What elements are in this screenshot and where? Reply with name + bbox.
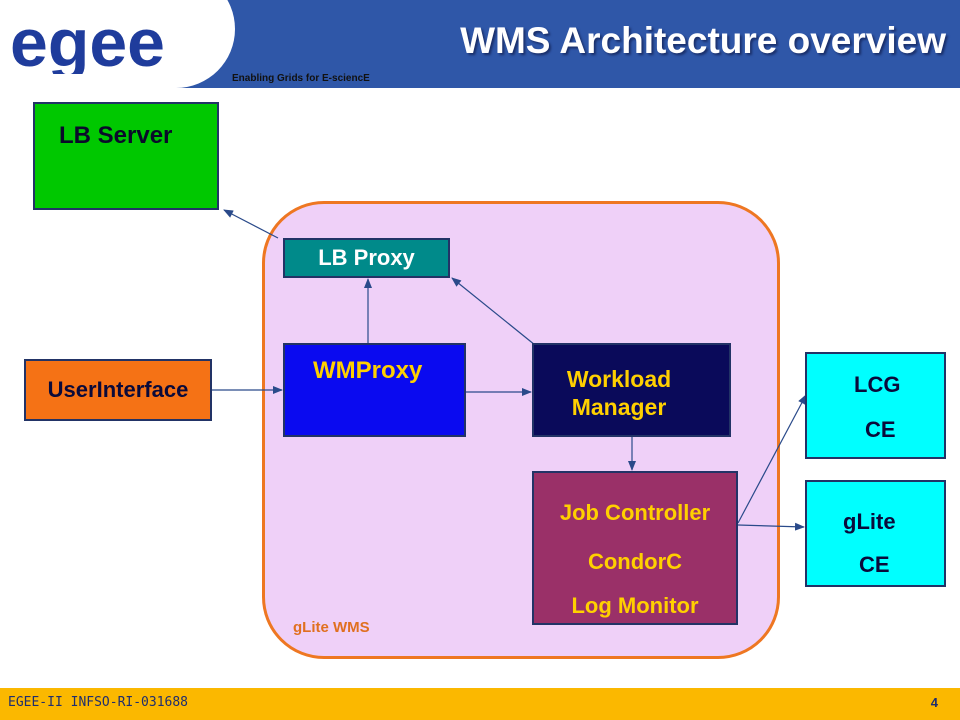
slide-title: WMS Architecture overview bbox=[460, 20, 946, 61]
job-controller-box: Job Controller CondorC Log Monitor bbox=[532, 471, 738, 625]
footer-bar: EGEE-II INFSO-RI-031688 4 bbox=[0, 688, 960, 720]
lb-server-label: LB Server bbox=[59, 122, 173, 149]
job-controller-label: Job Controller bbox=[559, 500, 711, 525]
lb-server-box: LB Server bbox=[33, 102, 219, 210]
glite-label: gLite bbox=[843, 509, 896, 534]
user-interface-box: UserInterface bbox=[24, 359, 212, 421]
user-interface-label: UserInterface bbox=[47, 377, 189, 402]
workload-manager-box: Workload Manager bbox=[532, 343, 731, 437]
egee-logo: egee bbox=[10, 12, 165, 74]
lcg-label: LCG bbox=[854, 372, 901, 397]
header-bar: egee Enabling Grids for E-sciencE WMS Ar… bbox=[0, 0, 960, 88]
glite-ce-label: CE bbox=[859, 552, 890, 577]
workload-manager-line-1: Workload bbox=[566, 366, 672, 392]
egee-logo-text: egee bbox=[10, 12, 165, 74]
arrow-jc-to-lcg bbox=[737, 394, 807, 524]
arrow-lbproxy-to-lbserver bbox=[223, 209, 279, 239]
lb-proxy-label: LB Proxy bbox=[318, 245, 415, 270]
tagline: Enabling Grids for E-sciencE bbox=[232, 73, 370, 84]
page-number: 4 bbox=[930, 695, 938, 710]
condorc-label: CondorC bbox=[587, 549, 683, 574]
footer-project-id: EGEE-II INFSO-RI-031688 bbox=[8, 695, 189, 710]
glite-wms-label: gLite WMS bbox=[293, 619, 370, 636]
arrow-jc-to-glite bbox=[737, 522, 805, 531]
workload-manager-label: Workload Manager bbox=[534, 365, 704, 421]
lb-proxy-box: LB Proxy bbox=[283, 238, 450, 278]
logo-bubble bbox=[0, 0, 235, 88]
wmproxy-label: WMProxy bbox=[313, 357, 423, 384]
lcg-ce-label: CE bbox=[865, 417, 896, 442]
lcg-ce-box: LCG CE bbox=[805, 352, 946, 459]
glite-ce-box: gLite CE bbox=[805, 480, 946, 587]
log-monitor-label: Log Monitor bbox=[571, 593, 699, 618]
workload-manager-line-2: Manager bbox=[571, 394, 667, 420]
wmproxy-box: WMProxy bbox=[283, 343, 466, 437]
arrow-wm-to-lbproxy bbox=[451, 277, 536, 346]
